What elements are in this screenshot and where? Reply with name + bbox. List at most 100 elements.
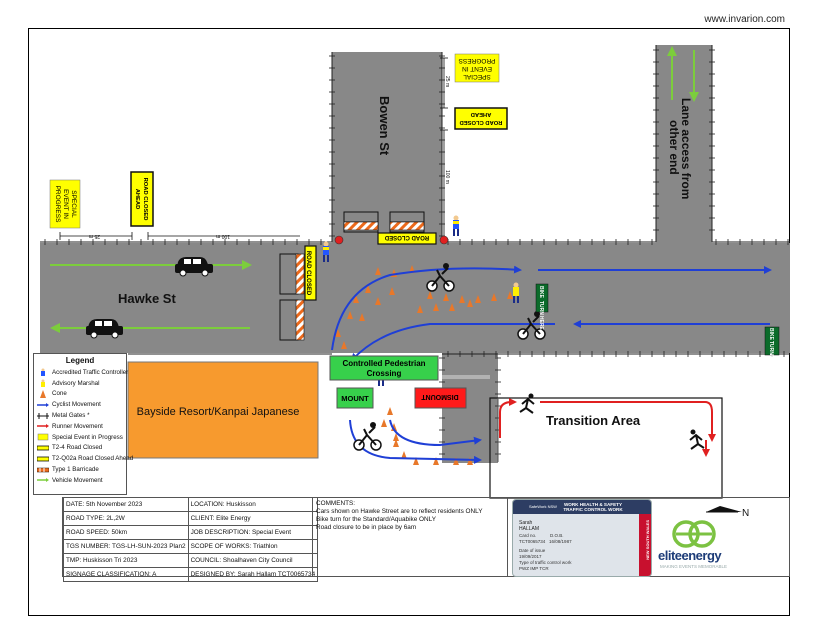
svg-text:ROAD CLOSED: ROAD CLOSED: [142, 178, 148, 221]
svg-text:AHEAD: AHEAD: [471, 111, 492, 117]
barricade-hawke-2: [295, 299, 305, 341]
distance-25-top: 25 m: [444, 76, 450, 87]
cone-icon: [389, 287, 395, 295]
resort-building: [127, 361, 319, 459]
svg-text:N: N: [742, 508, 749, 519]
website-url: www.invarion.com: [704, 14, 785, 25]
card-issue: Date of issue 19/09/2017 Type of traffic…: [519, 548, 572, 571]
barricade-bowen-1: [343, 221, 379, 231]
cone-icon: [335, 329, 341, 337]
cone-icon: [347, 311, 353, 319]
svg-text:ROAD CLOSED: ROAD CLOSED: [460, 119, 503, 125]
vehicle-line-icon: [37, 476, 49, 484]
legend-title: Legend: [65, 356, 95, 365]
svg-text:PROGRESS: PROGRESS: [54, 186, 61, 224]
table-row: SIGNAGE CLASSIFICATION: A DESIGNED BY: S…: [63, 567, 319, 582]
svg-text:AHEAD: AHEAD: [768, 354, 774, 372]
cone-icon: [375, 297, 381, 305]
special-event-icon: [37, 433, 49, 441]
legend-item: Special Event in Progress: [34, 432, 126, 443]
svg-text:Controlled Pedestrian: Controlled Pedestrian: [342, 359, 425, 368]
cone-group: [335, 265, 513, 465]
road-closed-sign-bowen: ROAD CLOSED: [377, 232, 437, 245]
gate-icon: [37, 412, 49, 420]
svg-text:MOUNT: MOUNT: [341, 394, 369, 403]
cyclist-icon-2: [517, 311, 546, 340]
runner-path-2: [540, 401, 716, 442]
distance-marker-hawke: [59, 232, 300, 240]
legend-item: Runner Movement: [34, 421, 126, 432]
svg-text:AHEAD: AHEAD: [134, 189, 140, 210]
transition-area-label: Transition Area: [546, 413, 641, 428]
north-arrow-icon: N: [706, 506, 749, 519]
hawke-street-label: Hawke St: [118, 291, 176, 306]
comment-line: Road closure to be in place by 6am: [316, 524, 417, 531]
marshal-icon: [37, 379, 49, 388]
svg-text:PROGRESS: PROGRESS: [458, 57, 496, 64]
svg-text:ROAD CLOSED: ROAD CLOSED: [384, 234, 429, 240]
project-info-table: DATE: 5th November 2023 LOCATION: Huskis…: [63, 497, 319, 582]
legend-item: Accredited Traffic Controller: [34, 367, 128, 378]
stop-point-1: [334, 235, 344, 245]
table-row: ROAD TYPE: 2L,2W CLIENT: Elite Energy: [63, 511, 319, 526]
cone-icon: [467, 299, 473, 307]
svg-text:SPECIAL: SPECIAL: [463, 73, 491, 80]
cone-icon: [433, 303, 439, 311]
cyclist-path-6: [389, 419, 482, 447]
mount-sign: MOUNT: [336, 387, 374, 409]
hawke-street-road: [40, 243, 790, 353]
svg-text:Crossing: Crossing: [367, 369, 402, 378]
svg-text:EVENT IN: EVENT IN: [62, 189, 69, 219]
card-state: NEW SOUTH WALES: [645, 520, 650, 560]
table-row: TMP: Huskisson Tri 2023 COUNCIL: Shoalha…: [63, 553, 319, 568]
card-holder-name: Sarah HALLAM: [519, 520, 540, 532]
special-event-sign-top: SPECIAL EVENT IN PROGRESS: [454, 53, 500, 83]
cone-icon: [467, 457, 473, 465]
cone-icon: [443, 293, 449, 301]
comments-title: COMMENTS:: [316, 500, 356, 507]
distance-100-top: 100 m: [444, 170, 450, 184]
road-closed-ahead-sign-top: ROAD CLOSED AHEAD: [454, 107, 508, 130]
stop-point-2: [439, 235, 449, 245]
lane-road: [656, 45, 712, 245]
traffic-controller-icon: [37, 368, 49, 377]
special-event-sign-left: SPECIAL EVENT IN PROGRESS: [49, 179, 81, 229]
barricade-hawke-1: [295, 253, 305, 295]
cone-icon: [359, 313, 365, 321]
cone-icon: [341, 341, 347, 349]
cyclist-path-3: [350, 323, 555, 362]
cone-icon: [427, 291, 433, 299]
bike-turn-here-sign: BIKE TURN HERE: [535, 283, 549, 331]
comment-line: Bike turn for the Standard/Aquabike ONLY: [316, 516, 436, 523]
table-row: TGS NUMBER: TGS-LH-SUN-2023 Plan2 SCOPE …: [63, 539, 319, 554]
legend-item: T2-Q02a Road Closed Ahead: [34, 453, 133, 464]
lane-access-label-2: other end: [667, 120, 681, 175]
card-brand: SafeWork NSW: [529, 504, 557, 509]
cone-icon: [491, 293, 497, 301]
cone-icon: [475, 295, 481, 303]
table-row: DATE: 5th November 2023 LOCATION: Huskis…: [63, 497, 319, 512]
car-west: [86, 319, 123, 339]
legend-item: T2-4 Road Closed: [34, 443, 126, 454]
logo-mark-icon: [672, 520, 716, 548]
legend: Legend Accredited Traffic Controller Adv…: [33, 353, 133, 495]
cyclist-path-1: [331, 265, 522, 351]
road-closed-ahead-sign-left: ROAD CLOSED AHEAD: [130, 171, 154, 227]
cone-icon: [449, 303, 455, 311]
table-row: ROAD SPEED: 50km JOB DESCRIPTION: Specia…: [63, 525, 319, 540]
bike-turn-ahead-sign: BIKE TURN AHEAD: [764, 326, 780, 372]
logo-tagline: MAKING EVENTS MEMORABLE: [660, 564, 728, 569]
svg-text:SPECIAL: SPECIAL: [70, 190, 77, 218]
svg-text:BIKE: BIKE: [768, 328, 774, 341]
cone-icon: [401, 451, 407, 459]
cyclist-line-icon: [37, 401, 49, 409]
runner-icon-2: [689, 429, 705, 450]
svg-text:BIKE: BIKE: [538, 286, 544, 299]
svg-text:ROAD CLOSED: ROAD CLOSED: [305, 251, 311, 296]
distance-100-left: 100 m: [216, 233, 230, 239]
legend-item: Cone: [34, 389, 126, 400]
cone-icon: [459, 295, 465, 303]
cone-icon: [365, 285, 371, 293]
legend-item: Metal Gates *: [34, 410, 126, 421]
